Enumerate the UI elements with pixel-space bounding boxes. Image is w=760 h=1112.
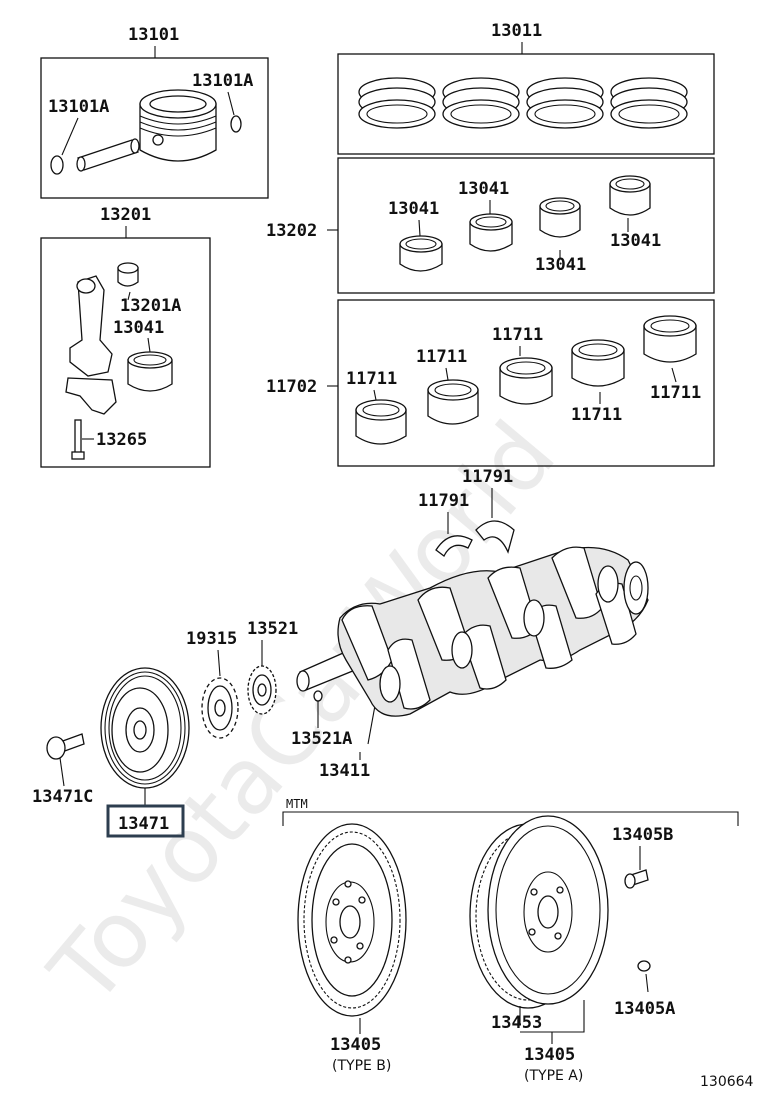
flywheel-group: MTM 13405B 13405A 13405 (TYPE B): [282, 797, 739, 1084]
label-13405b: 13405B: [612, 825, 673, 845]
bearing-13041-b: [469, 213, 513, 252]
snap-ring-left: [50, 155, 64, 175]
bearing-11711-c: [499, 357, 553, 405]
crankshaft-pulley-group: 13471C 13471: [32, 667, 190, 838]
bearing-11711-a: [355, 399, 407, 445]
rod-bearing-group: 13202 13041 13041 13041 13041: [266, 157, 715, 294]
label-13411: 13411: [319, 761, 370, 781]
ring-set-3: [526, 77, 604, 129]
timing-sprocket-13521: [247, 665, 277, 715]
timing-gear-group: 19315 13521 13521A: [186, 619, 352, 749]
rod-bearing-box: [337, 157, 715, 294]
piston-pin: [76, 138, 140, 172]
thrust-washer-group: 11791 11791: [418, 467, 515, 557]
label-13041-rod: 13041: [113, 318, 164, 338]
flywheel-type-a: [469, 815, 609, 1009]
label-13521: 13521: [247, 619, 298, 639]
label-11791-left: 11791: [418, 491, 469, 511]
rod-bearing: [127, 351, 173, 392]
label-13471[interactable]: 13471: [118, 814, 169, 834]
label-13011: 13011: [491, 21, 542, 41]
main-bearing-box: [337, 299, 715, 467]
piston-ring-box: [337, 53, 715, 155]
label-type-a: (TYPE A): [524, 1068, 583, 1084]
piston-box: [40, 57, 269, 199]
label-11711-b: 11711: [416, 347, 467, 367]
bearing-11711-e: [643, 315, 697, 363]
connecting-rod-group: 13201 13201A 13041 13265: [40, 205, 211, 468]
rod-bushing: [117, 262, 139, 287]
drawing-number: 130664: [700, 1074, 754, 1090]
label-11791-top: 11791: [462, 467, 513, 487]
label-13101: 13101: [128, 25, 179, 45]
label-13101a-right: 13101A: [192, 71, 253, 91]
pulley-bolt: [46, 733, 85, 760]
bearing-11711-d: [571, 339, 625, 387]
label-19315: 19315: [186, 629, 237, 649]
main-bearing-group: 11702 11711 11711 11711 11711 11711: [266, 299, 715, 467]
label-mtm: MTM: [286, 797, 308, 811]
bearing-13041-d: [609, 175, 651, 216]
thrust-washer-right: [475, 520, 515, 554]
connecting-rod: [65, 275, 117, 415]
key-13521a: [313, 690, 323, 702]
bearing-13041-c: [539, 197, 581, 238]
label-13201a: 13201A: [120, 296, 181, 316]
label-13471c: 13471C: [32, 787, 93, 807]
timing-rotor-19315: [201, 677, 239, 739]
label-11711-d: 11711: [571, 405, 622, 425]
label-13201: 13201: [100, 205, 151, 225]
flywheel-bolt: [624, 869, 649, 889]
crankshaft-pulley: [100, 667, 190, 789]
label-11711-e: 11711: [650, 383, 701, 403]
ring-set-2: [442, 77, 520, 129]
piston-group: 13101 13101A 13101A: [40, 25, 269, 199]
label-13405-type-b: 13405: [330, 1035, 381, 1055]
label-11711-a: 11711: [346, 369, 397, 389]
label-13202: 13202: [266, 221, 317, 241]
connecting-rod-box: [40, 237, 211, 468]
label-13521a: 13521A: [291, 729, 352, 749]
label-13453: 13453: [491, 1013, 542, 1033]
flywheel-type-b: [297, 823, 407, 1017]
thrust-washer-left: [435, 535, 473, 557]
label-13265: 13265: [96, 430, 147, 450]
snap-ring-right: [230, 115, 242, 133]
label-13405-type-a: 13405: [524, 1045, 575, 1065]
label-type-b: (TYPE B): [332, 1058, 391, 1074]
ring-set-1: [358, 77, 436, 129]
flywheel-pin: [637, 960, 651, 972]
bearing-11711-b: [427, 379, 479, 425]
piston: [139, 89, 217, 162]
ring-set-4: [610, 77, 688, 129]
label-11702: 11702: [266, 377, 317, 397]
piston-ring-group: 13011: [337, 21, 715, 155]
label-13041-a: 13041: [388, 199, 439, 219]
highlight-box: [106, 804, 185, 838]
rod-bolt: [71, 419, 85, 460]
label-13101a-left: 13101A: [48, 97, 109, 117]
crankshaft: 13411: [296, 546, 649, 781]
label-13041-b: 13041: [458, 179, 509, 199]
label-13405a: 13405A: [614, 999, 675, 1019]
bearing-13041-a: [399, 235, 443, 272]
label-11711-c: 11711: [492, 325, 543, 345]
label-13041-c: 13041: [535, 255, 586, 275]
label-13041-d: 13041: [610, 231, 661, 251]
